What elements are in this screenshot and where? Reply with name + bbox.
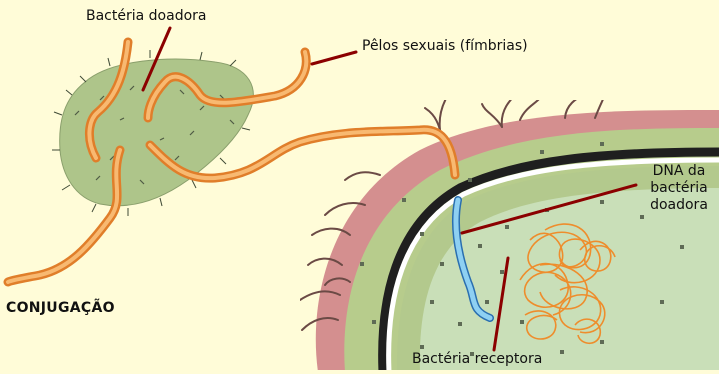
diagram-title: CONJUGAÇÃO bbox=[6, 300, 115, 317]
pointer-pili bbox=[312, 52, 356, 64]
label-receptor-bacterium: Bactéria receptora bbox=[412, 351, 542, 368]
label-donor-dna-line3: doadora bbox=[639, 197, 719, 214]
label-sex-pili: Pêlos sexuais (fímbrias) bbox=[362, 38, 528, 55]
label-donor-bacterium: Bactéria doadora bbox=[86, 8, 206, 25]
label-donor-dna: DNA da bactéria doadora bbox=[639, 163, 719, 214]
label-donor-dna-line2: bactéria bbox=[639, 180, 719, 197]
label-donor-dna-line1: DNA da bbox=[639, 163, 719, 180]
donor-bacterium bbox=[52, 50, 258, 216]
